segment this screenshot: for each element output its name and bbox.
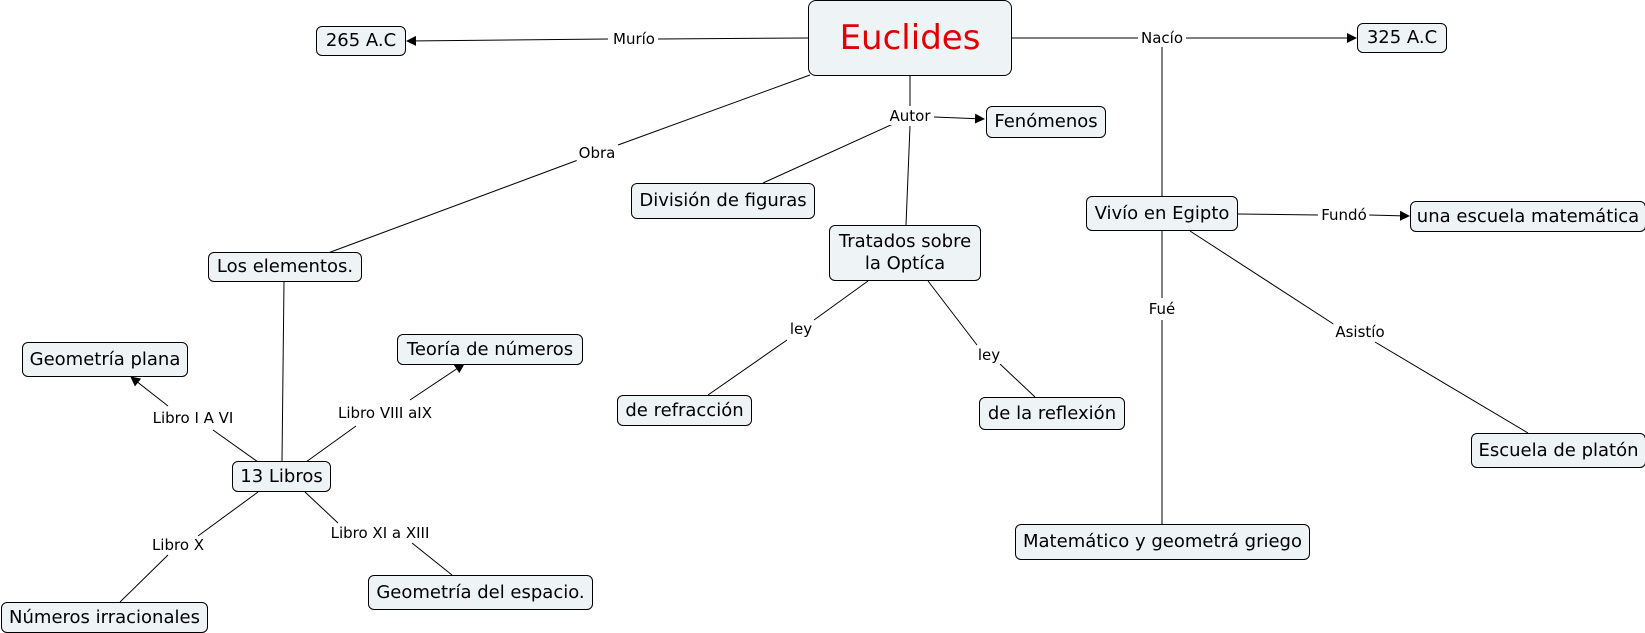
node-fenomenos[interactable]: Fenómenos [986, 106, 1106, 138]
node-numeros-irracionales[interactable]: Números irracionales [1, 602, 208, 633]
edge-fundo-escuela [1368, 210, 1410, 221]
edge-librox-irracionales [119, 554, 169, 603]
edge-murio-265 [406, 35, 609, 46]
edge-libros-librox [197, 491, 259, 537]
node-geometria-plana[interactable]: Geometría plana [22, 342, 188, 377]
edge-euclides-obra [617, 74, 811, 146]
node-euclides[interactable]: Euclides [808, 0, 1012, 76]
edge-tratados-ley2 [927, 280, 978, 346]
node-de-refraccion[interactable]: de refracción [617, 395, 752, 426]
node-division-de-figuras[interactable]: División de figuras [631, 183, 815, 219]
edge-ley1-refraccion [707, 339, 788, 396]
edge-tratados-ley1 [813, 280, 869, 321]
node-los-elementos[interactable]: Los elementos. [208, 252, 362, 282]
link-label-nacio: Nacío [1138, 29, 1186, 47]
edge-elementos-libros [281, 280, 285, 462]
edge-vivio-asistio [1189, 230, 1336, 326]
edge-libros-libroviii [305, 425, 357, 463]
link-label-autor: Autor [887, 107, 933, 125]
edge-euclides-murio [657, 37, 809, 40]
node-teoria-de-numeros[interactable]: Teoría de números [397, 334, 583, 365]
link-label-obra: Obra [576, 144, 618, 162]
node-de-la-reflexion[interactable]: de la reflexión [979, 397, 1125, 430]
link-label-murio: Murío [611, 30, 657, 48]
edge-libros-libroi [212, 429, 259, 463]
link-label-ley-refraccion: ley [787, 320, 815, 338]
edge-libros-libroxi [304, 491, 339, 524]
edge-libroviii-teoria [409, 363, 465, 401]
node-13-libros[interactable]: 13 Libros [232, 461, 331, 492]
node-escuela-de-platon[interactable]: Escuela de platón [1471, 433, 1645, 468]
node-escuela-matematica[interactable]: una escuela matemática [1410, 201, 1645, 232]
link-label-fue: Fué [1146, 300, 1178, 318]
link-label-fundo: Fundó [1319, 206, 1369, 224]
edge-asistio-platon [1374, 341, 1529, 434]
link-label-libro-viii-aix: Libro VIII aIX [335, 404, 435, 422]
edge-autor-division [762, 123, 894, 184]
edge-libroxi-geoespacio [411, 542, 453, 576]
edge-autor-fenomenos [933, 113, 985, 124]
edge-libroi-geoplana [130, 376, 169, 407]
edge-obra-elementos [327, 159, 579, 254]
node-325-ac[interactable]: 325 A.C [1357, 23, 1447, 53]
edge-vivio-fundo [1237, 213, 1319, 216]
node-tratados-optica[interactable]: Tratados sobre la Optíca [829, 225, 981, 281]
node-matematico-geometra[interactable]: Matemático y geometrá griego [1015, 524, 1310, 560]
link-label-ley-reflexion: ley [975, 346, 1003, 364]
edge-autor-tratados [905, 125, 911, 226]
link-label-libro-xi-a-xiii: Libro XI a XIII [328, 524, 432, 542]
edge-ley2-reflexion [999, 363, 1036, 398]
link-label-libro-x: Libro X [149, 536, 207, 554]
link-label-libro-i-a-vi: Libro I A VI [150, 409, 236, 427]
node-265-ac[interactable]: 265 A.C [316, 26, 406, 56]
link-label-asistio: Asistío [1333, 323, 1387, 341]
node-geometria-del-espacio[interactable]: Geometría del espacio. [368, 575, 593, 610]
node-vivio-en-egipto[interactable]: Vivío en Egipto [1086, 196, 1238, 231]
